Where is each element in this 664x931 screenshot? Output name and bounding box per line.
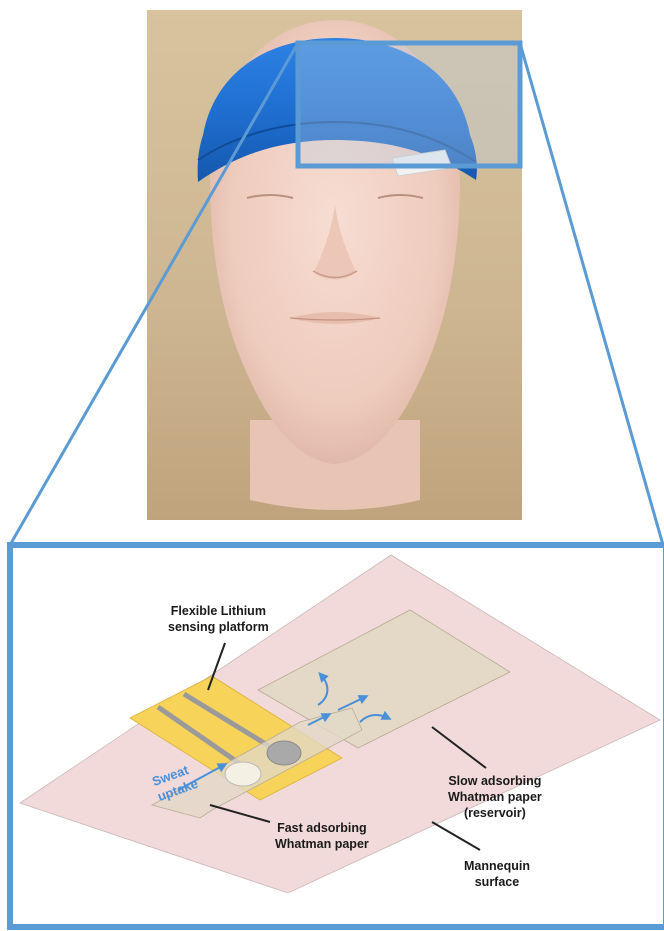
electrode-pad-2 <box>267 741 301 765</box>
electrode-pad-1 <box>225 762 261 786</box>
mannequin-photo <box>147 10 522 520</box>
zoom-line-right <box>520 43 663 545</box>
zoom-box <box>298 43 520 166</box>
diagram-panel <box>10 545 664 927</box>
